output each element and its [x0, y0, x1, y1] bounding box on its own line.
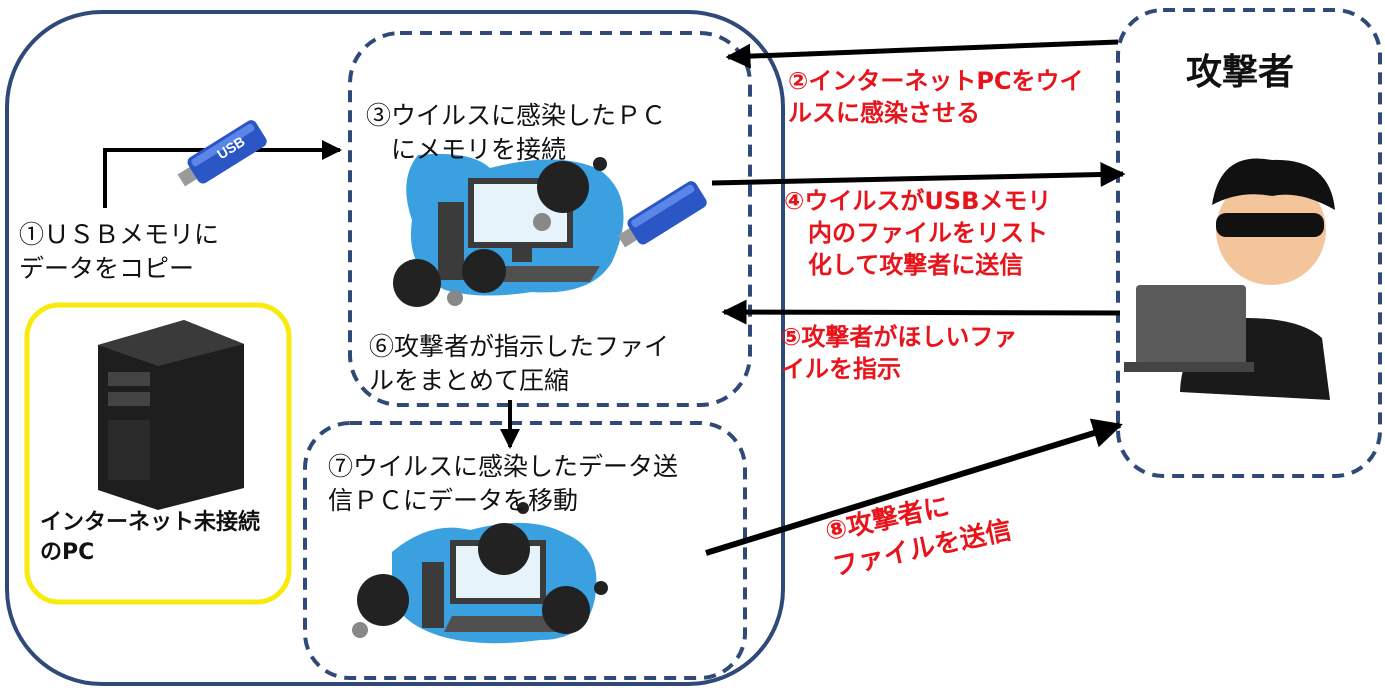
step-3-label: ③ウイルスに感染したＰＣ にメモリを接続: [366, 101, 667, 164]
step-1-label: ①ＵＳＢメモリに データをコピー: [19, 220, 220, 283]
step-7-label: ⑦ウイルスに感染したデータ送 信ＰＣにデータを移動: [328, 452, 679, 515]
attacker-title: 攻撃者: [1186, 52, 1295, 93]
arrow-step-2: [725, 39, 1119, 69]
arrow-step-8: [705, 418, 1123, 556]
data-transfer-pc-frame: [303, 421, 747, 680]
infected-internet-pc-frame: [348, 31, 752, 407]
attacker-frame: [1116, 8, 1382, 478]
arrow-step-5: [721, 299, 1121, 325]
offline-pc-label: インターネット未接続 のPC: [40, 510, 261, 565]
attacker-illustration: [1124, 158, 1335, 400]
step-6-label: ⑥攻撃者が指示したファイ ルをまとめて圧縮: [369, 332, 670, 395]
arrow-step-4: [711, 161, 1126, 187]
organization-frame: [5, 10, 785, 686]
offline-pc-frame: [24, 302, 292, 605]
step-5-label: ⑤攻撃者がほしいファ イルを指示: [781, 323, 1018, 383]
server-tower-icon: [98, 320, 244, 510]
step-2-label: ②インターネットPCをウイ ルスに感染させる: [788, 67, 1084, 127]
usb-in-pc-icon: [617, 181, 707, 248]
virus-icon: [352, 502, 608, 638]
virus-icon: [393, 157, 607, 307]
arrow-usb-to-pc: [103, 140, 342, 208]
step-4-label: ④ウイルスがUSBメモリ 内のファイルをリスト 化して攻撃者に送信: [784, 187, 1052, 279]
usb-stick-icon: [177, 120, 267, 187]
